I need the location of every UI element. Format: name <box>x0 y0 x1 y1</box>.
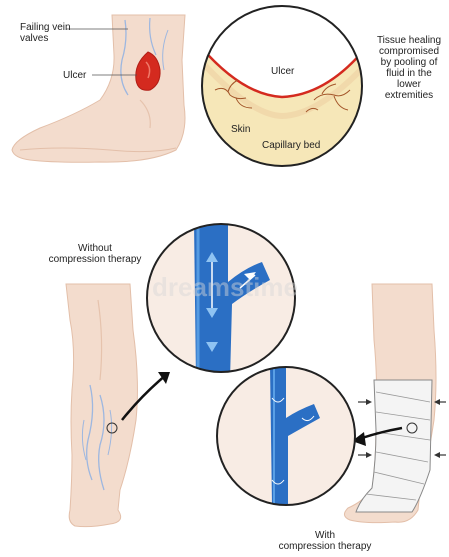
ulcer-circle-label: Ulcer <box>271 66 294 77</box>
ulcer-label: Ulcer <box>63 70 86 81</box>
leg-with-compression <box>344 284 446 523</box>
tissue-healing-caption: Tissue healing compromised by pooling of… <box>370 35 448 101</box>
watermark: dreamstime <box>152 272 298 302</box>
skin-label: Skin <box>231 124 250 135</box>
failing-vein-valves-label: Failing vein valves <box>20 22 100 44</box>
capillary-bed-label: Capillary bed <box>262 140 320 151</box>
vein-with-compression <box>217 366 355 506</box>
with-compression-label: With compression therapy <box>265 530 385 552</box>
without-compression-label: Without compression therapy <box>40 243 150 265</box>
